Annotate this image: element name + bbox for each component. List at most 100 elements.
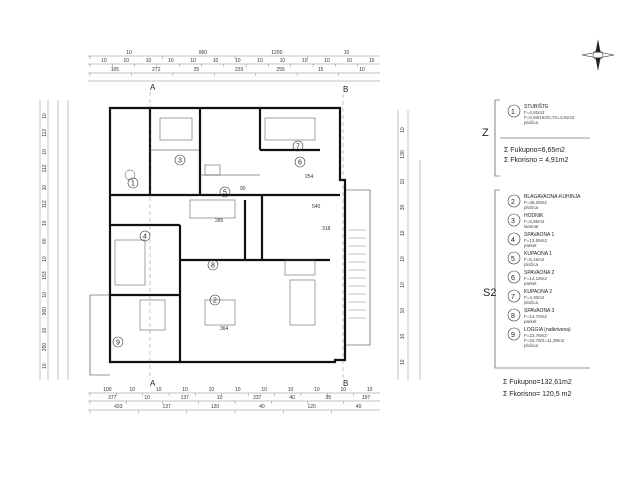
dimension-label: 350	[42, 343, 48, 352]
room-marker-circle	[139, 230, 151, 242]
legend-room-floor: laminat	[524, 224, 539, 229]
legend-s2-sum-useful: Σ Fkorisno= 120,5 m2	[503, 391, 571, 398]
dimension-label: 165	[111, 67, 120, 73]
dimension-label: 10	[235, 58, 241, 64]
legend-room-floor: pločica	[524, 120, 539, 125]
legend-room-title: KUPAONA 2	[524, 289, 552, 295]
room-number: 2	[213, 298, 217, 305]
dimension-label: 10	[400, 334, 406, 340]
dimension-label: 10	[146, 58, 152, 64]
dimension-label: 10	[400, 230, 406, 236]
dimension-label: 10	[42, 220, 48, 226]
legend-z: 1STUBIŠTEF=4,91m2F=0,93/152/0,73=4,91m2p…	[507, 103, 575, 125]
dimension-label: 10	[144, 395, 150, 401]
section-mark-a-top: A	[150, 83, 156, 92]
legend-number-circle	[507, 213, 521, 227]
dimension-label: 10	[314, 387, 320, 393]
legend-room-title: LOGGIA (natkrivena)	[524, 327, 571, 333]
dimension-label: 10	[42, 185, 48, 191]
room-marker-circle	[174, 154, 186, 166]
dimension-label: 10	[359, 67, 365, 73]
dimension-label: 377	[108, 395, 117, 401]
room-dimension: 318	[322, 226, 331, 232]
dimension-label: 10	[257, 58, 263, 64]
dimension-label: 40	[356, 404, 362, 410]
legend-room-area: F=13,55m2	[524, 238, 547, 243]
dimension-label: 272	[152, 67, 161, 73]
stair	[348, 229, 366, 319]
dimension-label: 112	[42, 200, 48, 208]
legend-room-calc: F=0,93/152/0,73=4,91m2	[524, 115, 575, 120]
section-mark-b-top: B	[343, 85, 348, 94]
dimension-label: 10	[369, 58, 375, 64]
dimension-label: 10	[190, 58, 196, 64]
room-number: 9	[116, 340, 120, 347]
dimension-label: 10	[280, 58, 286, 64]
legend-number-circle	[507, 308, 521, 322]
room-number: 4	[143, 234, 147, 241]
top-dimension-lines	[88, 55, 380, 82]
room-dimension: 90	[240, 186, 246, 192]
dimension-label: 10	[156, 387, 162, 393]
dimension-label: 10	[400, 127, 406, 133]
room-marker-circle	[294, 156, 306, 168]
legend-room-area: F=4,91m2	[524, 110, 545, 115]
dimension-label: 25	[194, 67, 200, 73]
legend-number-circle	[507, 232, 521, 246]
section-mark-b-bottom: B	[343, 379, 348, 388]
dimension-label: 10	[101, 58, 107, 64]
legend-s2-sum-total: Σ Fukupno=132,61m2	[503, 379, 572, 386]
legend-room-title: SPAVAONA 1	[524, 232, 555, 238]
dimension-label: 137	[163, 404, 172, 410]
legend-room-title: SPAVAONA 3	[524, 308, 555, 314]
room-marker-circle	[219, 186, 231, 198]
legend-room-title: SPAVAONA 2	[524, 270, 555, 276]
dimension-label: 10	[42, 149, 48, 155]
legend-room-number: 9	[511, 332, 515, 339]
legend-room-number: 5	[511, 256, 515, 263]
dimension-label: 112	[42, 129, 48, 137]
legend-room-number: 1	[511, 109, 515, 116]
dimension-label: 10	[400, 282, 406, 288]
room-marker-circle	[207, 259, 219, 271]
legend-room-number: 6	[511, 275, 515, 282]
legend-room-floor: pločica	[524, 205, 539, 210]
dimension-label: 40	[289, 395, 295, 401]
dimension-label: 237	[253, 395, 262, 401]
dimension-label: 960	[199, 50, 208, 56]
dimension-label: 10	[400, 256, 406, 262]
side-dimension-lines	[39, 100, 421, 380]
legend-room-floor: pločica	[524, 262, 539, 267]
room-number: 5	[223, 190, 227, 197]
room-dimension: 540	[312, 204, 321, 210]
dimension-label: 112	[42, 164, 48, 172]
dimension-label: 10	[344, 50, 350, 56]
dimension-label: 255	[276, 67, 285, 73]
dimension-label: 30	[400, 205, 406, 211]
dimension-label: 10	[209, 387, 215, 393]
legend-room-title: KUPAONA 1	[524, 251, 552, 257]
legend-room-area: F=14,19m2	[524, 276, 547, 281]
interior-lines	[114, 117, 316, 331]
room-dimension: 364	[220, 326, 229, 332]
room-number: 1	[131, 181, 135, 188]
legend-room-floor: parket	[524, 319, 537, 324]
dimension-label: 10	[126, 50, 132, 56]
legend-room-floor: parket	[524, 243, 537, 248]
dimension-label: 10	[182, 387, 188, 393]
legend-number-circle	[507, 289, 521, 303]
dimension-label: 120	[211, 404, 220, 410]
dimension-label: 10	[42, 113, 48, 119]
legend-room-number: 2	[511, 199, 515, 206]
dimension-label: 95	[326, 395, 332, 401]
dimension-label: 360	[42, 307, 48, 316]
dimension-label: 10	[42, 363, 48, 369]
legend-z-label: Z	[482, 127, 489, 139]
room-dimension: 285	[215, 218, 224, 224]
bottom-dimension-lines	[88, 392, 380, 411]
legend-room-area: F=22,78m2	[524, 333, 547, 338]
legend-frame: Z S2	[482, 99, 590, 369]
dimension-label: 10	[400, 359, 406, 365]
